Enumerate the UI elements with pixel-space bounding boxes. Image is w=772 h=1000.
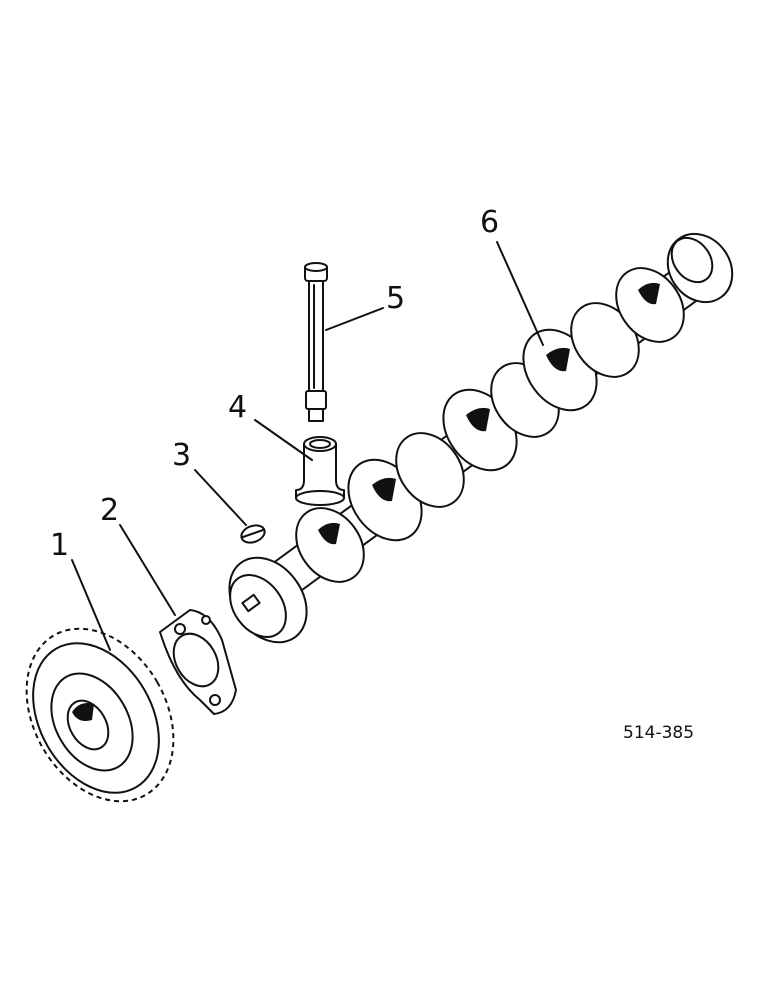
leader-2 <box>119 524 176 616</box>
callout-numbers: 1 2 3 4 5 6 <box>50 205 499 563</box>
reference-code: 514-385 <box>623 723 694 743</box>
push-rod <box>304 262 328 422</box>
tappet <box>295 436 345 506</box>
camshaft-gear <box>25 627 175 803</box>
thrust-plate <box>159 609 237 715</box>
leader-6 <box>496 241 544 346</box>
callout-4: 4 <box>228 390 247 425</box>
woodruff-key <box>240 524 266 544</box>
callout-5: 5 <box>386 281 405 316</box>
callout-1: 1 <box>50 528 69 563</box>
callout-2: 2 <box>100 493 119 528</box>
camshaft-lobes <box>295 267 685 583</box>
leader-1 <box>71 559 111 651</box>
leader-4 <box>254 419 313 461</box>
leader-5 <box>325 307 384 331</box>
camshaft-rear-journal <box>666 232 734 304</box>
callout-6: 6 <box>480 205 499 240</box>
leader-lines <box>71 241 544 651</box>
callout-3: 3 <box>172 438 191 473</box>
leader-3 <box>194 469 247 526</box>
camshaft-front-journal <box>228 556 308 644</box>
camshaft <box>228 232 734 644</box>
